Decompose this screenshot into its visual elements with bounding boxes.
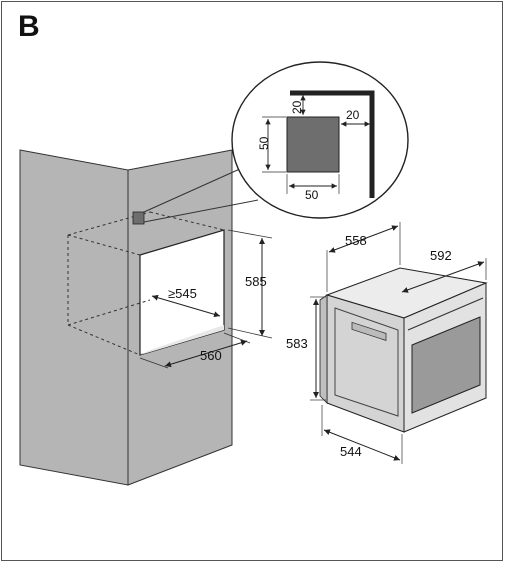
detail-corner-edge: [290, 90, 375, 198]
dim-oven-body-width: 544: [321, 405, 403, 464]
label-niche-height: 585: [245, 274, 267, 289]
label-oven-front-width: 592: [430, 248, 452, 263]
cabinet: [19, 149, 233, 486]
label-oven-depth: 558: [345, 233, 367, 248]
label-oven-body-width: 544: [340, 444, 362, 459]
dim-oven-height: 583: [286, 296, 326, 401]
label-niche-depth: ≥545: [168, 286, 197, 301]
niche-hidden-lines: [67, 211, 225, 356]
label-gap-side: 20: [346, 108, 360, 122]
oven: [319, 267, 488, 433]
dim-niche-width: 560: [139, 332, 251, 369]
vent-opening: [132, 211, 145, 225]
oven-window: [411, 316, 481, 414]
vent-detail-magnifier: 20 20 50 50: [143, 61, 409, 223]
detail-vent-square: [286, 116, 340, 173]
dim-niche-depth: ≥545: [151, 286, 221, 318]
label-gap-top: 20: [290, 100, 304, 114]
label-oven-height: 583: [286, 336, 308, 351]
panel-label: B: [18, 10, 40, 43]
label-vent-height: 50: [257, 136, 271, 150]
cabinet-side-face: [19, 149, 129, 486]
dim-niche-height: 585: [227, 229, 273, 339]
label-vent-width: 50: [305, 188, 319, 202]
dim-oven-front-width: 592: [401, 248, 487, 293]
label-niche-width: 560: [200, 348, 222, 363]
dim-oven-depth: 558: [326, 222, 401, 292]
oven-side: [326, 294, 405, 433]
